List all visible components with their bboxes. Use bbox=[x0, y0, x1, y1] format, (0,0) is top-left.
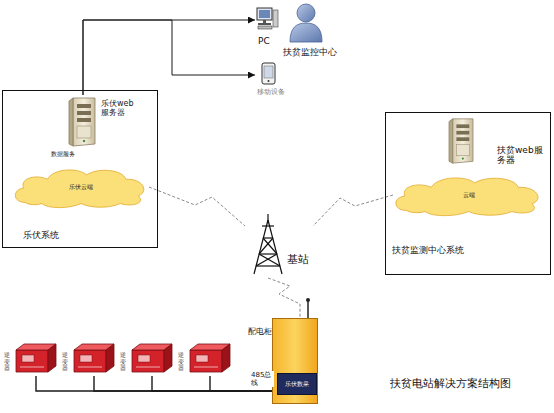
collector-box: 乐伏数采 bbox=[277, 373, 317, 395]
cloud-node: 云端 bbox=[391, 173, 546, 217]
bus-label: 485总线 bbox=[251, 371, 274, 387]
node-label: 逆变器 bbox=[178, 352, 184, 372]
inverter-icon bbox=[190, 344, 230, 372]
node-label: 逆变器 bbox=[120, 352, 126, 372]
inverter-node: 逆变器 bbox=[120, 340, 176, 376]
inverter-icon bbox=[132, 344, 172, 372]
node-label: 乐伏云端 bbox=[11, 184, 151, 191]
link-line bbox=[94, 376, 277, 391]
node-label: 云端 bbox=[391, 192, 546, 199]
cabinet-box: 配电柜乐伏数采 bbox=[272, 318, 318, 404]
antenna bbox=[306, 298, 310, 318]
monitor-center-node: 扶贫监控中心 bbox=[283, 3, 361, 61]
node-label: 配电柜 bbox=[248, 327, 272, 336]
node-label: PC bbox=[258, 36, 270, 46]
link-line bbox=[268, 278, 300, 318]
node-label: 数据服务 bbox=[51, 151, 75, 158]
node-label: 移动设备 bbox=[257, 88, 285, 96]
inverter-node: 逆变器 bbox=[4, 340, 60, 376]
cloud-node: 乐伏云端 bbox=[11, 165, 151, 209]
node-label: 乐伏web服务器 bbox=[101, 99, 135, 117]
arrow-line bbox=[83, 20, 255, 95]
system-panel: 乐伏系统 乐伏web服务器数据服务乐伏云端 bbox=[2, 90, 158, 248]
mobile-node: 移动设备 bbox=[255, 60, 295, 102]
arrow-line bbox=[83, 20, 255, 95]
node-label: 乐伏数采 bbox=[278, 381, 316, 388]
node-label: 逆变器 bbox=[4, 352, 10, 372]
inverter-node: 逆变器 bbox=[62, 340, 118, 376]
link-line bbox=[313, 195, 393, 226]
mobile-icon bbox=[262, 63, 275, 84]
node-label: 基站 bbox=[287, 254, 309, 267]
node-label: 扶贫监控中心 bbox=[283, 47, 337, 57]
server-icon bbox=[449, 119, 473, 163]
node-label: 乐伏系统 bbox=[23, 230, 59, 240]
pc-icon bbox=[257, 8, 278, 29]
link-line bbox=[36, 376, 277, 391]
pc-node: PC bbox=[255, 5, 279, 49]
node-label: 扶贫监测中心系统 bbox=[392, 245, 468, 255]
caption: 扶贫电站解决方案结构图 bbox=[390, 376, 511, 391]
node-label: 逆变器 bbox=[62, 352, 68, 372]
base-station-node: 基站 bbox=[245, 212, 313, 278]
system-panel: 扶贫监测中心系统 扶贫web服务器云端 bbox=[385, 112, 551, 275]
inverter-icon bbox=[74, 344, 114, 372]
person-icon bbox=[290, 4, 322, 42]
inverter-node: 逆变器 bbox=[178, 340, 234, 376]
node-label: 扶贫web服务器 bbox=[497, 145, 547, 166]
link-line bbox=[149, 187, 245, 226]
inverter-icon bbox=[16, 344, 56, 372]
tower-icon bbox=[254, 214, 282, 274]
server-node: 扶贫web服务器 bbox=[441, 115, 550, 171]
server-node: 乐伏web服务器数据服务 bbox=[51, 95, 138, 163]
server-icon bbox=[69, 98, 95, 146]
